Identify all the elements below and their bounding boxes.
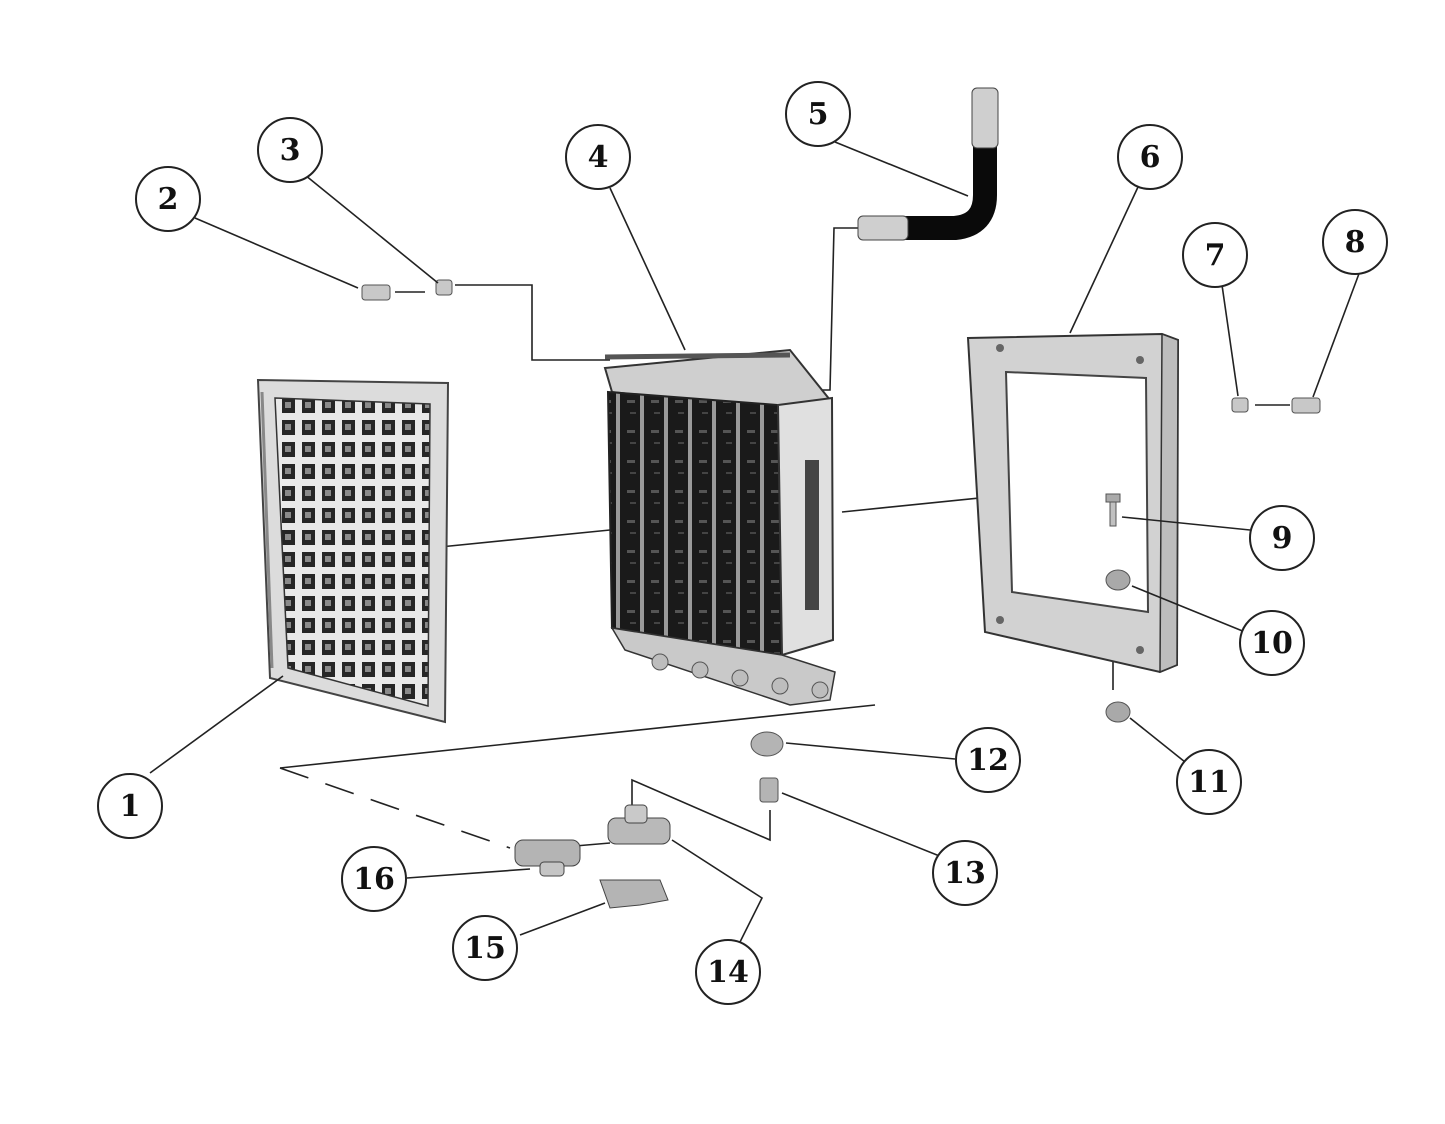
part-grille-panel (256, 378, 450, 724)
leader-1 (149, 675, 284, 774)
assembly-line-4-to-fittings (279, 704, 876, 769)
svg-text:12: 12 (967, 743, 1009, 778)
svg-text:4: 4 (588, 140, 609, 175)
part-10-grommet (1105, 569, 1131, 591)
callout-12: 12 (955, 727, 1021, 793)
part-hose (857, 87, 999, 241)
callout-9: 9 (1249, 505, 1315, 571)
callout-15: 15 (452, 915, 518, 981)
assembly-line-3-to-4 (455, 284, 610, 361)
leader-16 (406, 868, 531, 879)
callout-13: 13 (932, 840, 998, 906)
leader-2 (194, 217, 359, 289)
callout-10: 10 (1239, 610, 1305, 676)
part-8-fitting (1291, 397, 1321, 414)
callouts: 1 2 3 4 5 6 7 8 9 10 11 12 13 14 15 16 (97, 81, 1388, 1005)
part-3-nut (435, 279, 453, 296)
assembly-line-dashed-16 (279, 767, 511, 849)
part-15-elbow (599, 879, 669, 909)
leader-lines (149, 141, 1361, 943)
part-heater-core (603, 348, 836, 706)
svg-text:13: 13 (944, 856, 986, 891)
callout-8: 8 (1322, 209, 1388, 275)
callout-11: 11 (1176, 749, 1242, 815)
part-frame (966, 332, 1180, 674)
leader-11 (1129, 717, 1186, 763)
part-16-tee (514, 839, 581, 877)
callout-5: 5 (785, 81, 851, 147)
leader-5 (834, 141, 969, 197)
svg-text:6: 6 (1140, 140, 1161, 175)
callout-3: 3 (257, 117, 323, 183)
svg-text:15: 15 (464, 931, 506, 966)
part-14-tee (607, 804, 671, 845)
leader-4 (609, 187, 686, 351)
svg-text:11: 11 (1188, 765, 1230, 800)
leader-8 (1312, 270, 1361, 398)
svg-text:2: 2 (158, 182, 179, 217)
leader-15 (519, 902, 606, 936)
leader-12 (785, 742, 956, 760)
part-13-bushing (759, 777, 779, 803)
callout-4: 4 (565, 124, 631, 190)
callout-16: 16 (341, 846, 407, 912)
callout-14: 14 (695, 939, 761, 1005)
svg-text:14: 14 (707, 955, 749, 990)
part-9-bolt (1105, 493, 1121, 527)
leader-14 (671, 839, 764, 943)
assembly-line-1-to-4 (439, 529, 611, 548)
assembly-lines (279, 227, 1290, 849)
svg-text:3: 3 (280, 133, 301, 168)
part-11-nut (1105, 701, 1131, 723)
leader-3 (304, 174, 439, 284)
svg-text:7: 7 (1205, 238, 1226, 273)
svg-text:16: 16 (353, 862, 395, 897)
part-2-fitting (361, 284, 391, 301)
part-7-nut (1231, 397, 1249, 413)
small-parts (361, 279, 1321, 909)
svg-text:9: 9 (1272, 521, 1293, 556)
svg-text:1: 1 (120, 789, 141, 824)
leader-9 (1121, 516, 1251, 531)
svg-text:8: 8 (1345, 225, 1366, 260)
leader-6 (1069, 186, 1139, 334)
leader-7 (1221, 284, 1239, 397)
svg-text:5: 5 (808, 97, 829, 132)
assembly-line-16-to-14 (574, 842, 611, 847)
leader-10 (1131, 585, 1246, 633)
svg-text:10: 10 (1251, 626, 1293, 661)
leader-13 (781, 792, 943, 858)
assembly-line-14-to-13 (631, 778, 771, 842)
callout-6: 6 (1117, 124, 1183, 190)
callout-2: 2 (135, 166, 201, 232)
callout-7: 7 (1182, 222, 1248, 288)
callout-1: 1 (97, 773, 163, 839)
assembly-line-4-to-5 (818, 227, 858, 391)
part-12-nut (750, 731, 784, 757)
